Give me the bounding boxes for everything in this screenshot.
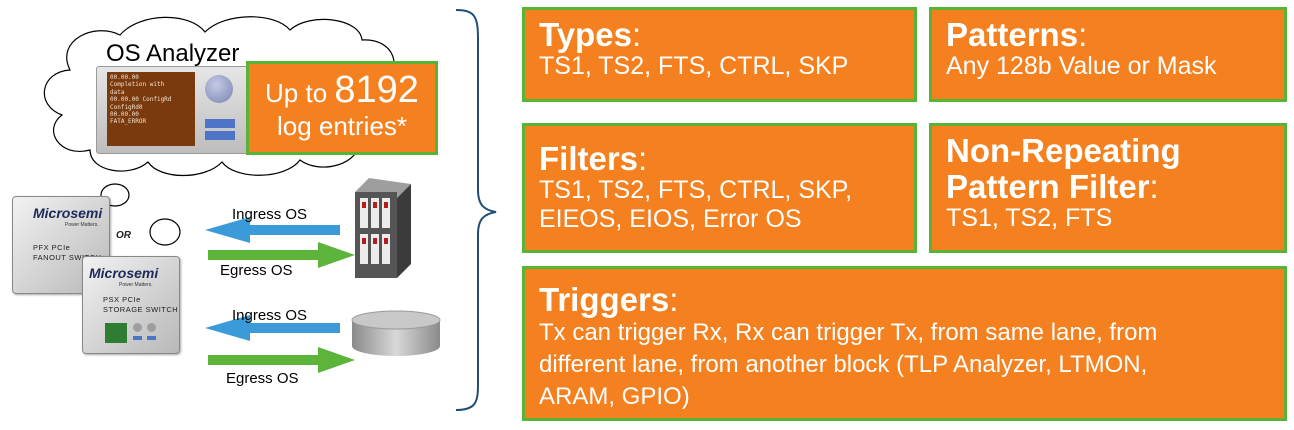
brace-icon bbox=[455, 9, 497, 411]
screen-line: data bbox=[110, 88, 125, 96]
pfx-label: PFX PCIe FANOUT SWITCH bbox=[33, 243, 101, 263]
egress-label-2: Egress OS bbox=[226, 370, 299, 387]
brand-logo: Microsemi bbox=[89, 265, 159, 281]
types-title: Types bbox=[539, 16, 632, 53]
brand-tagline: Power Matters. bbox=[119, 282, 153, 288]
brand-logo: Microsemi bbox=[33, 205, 103, 221]
knob-icon bbox=[205, 75, 233, 103]
types-box: Types: TS1, TS2, FTS, CTRL, SKP bbox=[522, 7, 917, 102]
or-label: OR bbox=[116, 230, 131, 241]
screen-line: 00.00.00 bbox=[110, 74, 139, 81]
screen-line: Completion with bbox=[110, 81, 165, 89]
ingress-label-2: Ingress OS bbox=[232, 307, 308, 324]
psx-label: PSX PCIe STORAGE SWITCH bbox=[103, 295, 178, 315]
screen-line: FATA_ERROR bbox=[110, 118, 147, 126]
patterns-box: Patterns: Any 128b Value or Mask bbox=[929, 7, 1287, 102]
analyzer-device: 00.00.00 Completion with data 00.00.00 C… bbox=[96, 66, 274, 154]
indicator-bar-icon bbox=[205, 131, 235, 140]
indicator-bar-icon bbox=[205, 119, 235, 128]
ingress-arrow-1 bbox=[205, 217, 340, 243]
analyzer-title: OS Analyzer bbox=[106, 40, 240, 67]
psx-label-line: STORAGE SWITCH bbox=[103, 305, 179, 314]
analyzer-screen: 00.00.00 Completion with data 00.00.00 C… bbox=[107, 72, 195, 146]
patterns-title: Patterns bbox=[946, 16, 1079, 53]
ingress-label-1: Ingress OS bbox=[232, 206, 308, 223]
triggers-title: Triggers bbox=[539, 281, 670, 318]
filters-title: Filters bbox=[539, 140, 639, 177]
chip-pad-icon bbox=[133, 336, 142, 340]
disk-icon bbox=[351, 310, 441, 356]
triggers-body-line: ARAM, GPIO) bbox=[539, 383, 690, 410]
pfx-label-line: FANOUT SWITCH bbox=[33, 253, 102, 262]
log-entries-box: Up to 8192 log entries* bbox=[246, 61, 438, 155]
triggers-body-line: Tx can trigger Rx, Rx can trigger Tx, fr… bbox=[539, 319, 1158, 346]
nonrepeating-box: Non-Repeating Pattern Filter: TS1, TS2, … bbox=[929, 123, 1287, 253]
nonrep-body: TS1, TS2, FTS bbox=[946, 204, 1113, 232]
nonrep-title-line2: Pattern Filter bbox=[946, 168, 1150, 205]
nonrep-title-line1: Non-Repeating bbox=[946, 132, 1181, 169]
egress-arrow-2 bbox=[208, 347, 355, 373]
chip-pad-icon bbox=[133, 323, 142, 332]
server-rack-icon bbox=[355, 178, 411, 278]
screen-line: ConfigRd0 bbox=[110, 103, 143, 111]
filters-box: Filters: TS1, TS2, FTS, CTRL, SKP, EIEOS… bbox=[522, 123, 917, 253]
triggers-body-line: different lane, from another block (TLP … bbox=[539, 351, 1148, 378]
triggers-box: Triggers: Tx can trigger Rx, Rx can trig… bbox=[522, 266, 1287, 421]
log-suffix: log entries* bbox=[276, 111, 408, 141]
filters-body-line: EIEOS, EIOS, Error OS bbox=[539, 205, 802, 233]
types-body: TS1, TS2, FTS, CTRL, SKP bbox=[539, 52, 849, 80]
log-prefix: Up to bbox=[265, 78, 335, 108]
patterns-body: Any 128b Value or Mask bbox=[946, 52, 1217, 80]
arrows-layer bbox=[205, 217, 355, 373]
psx-label-line: PSX PCIe bbox=[103, 295, 141, 304]
screen-line: 00.00.00 bbox=[110, 111, 139, 119]
pfx-label-line: PFX PCIe bbox=[33, 243, 71, 252]
screen-line: 00.00.00 ConfigRd bbox=[110, 96, 172, 104]
egress-label-1: Egress OS bbox=[220, 262, 293, 279]
chip-pad-icon bbox=[147, 336, 156, 340]
ingress-arrow-2 bbox=[205, 315, 340, 341]
psx-switch-chip: Microsemi Power Matters. PSX PCIe STORAG… bbox=[82, 256, 180, 354]
brand-tagline: Power Matters. bbox=[65, 222, 99, 228]
filters-body-line: TS1, TS2, FTS, CTRL, SKP, bbox=[539, 176, 853, 204]
egress-arrow-1 bbox=[208, 242, 355, 268]
chip-die-icon bbox=[105, 323, 127, 343]
chip-pad-icon bbox=[147, 323, 156, 332]
log-count: 8192 bbox=[334, 69, 419, 111]
